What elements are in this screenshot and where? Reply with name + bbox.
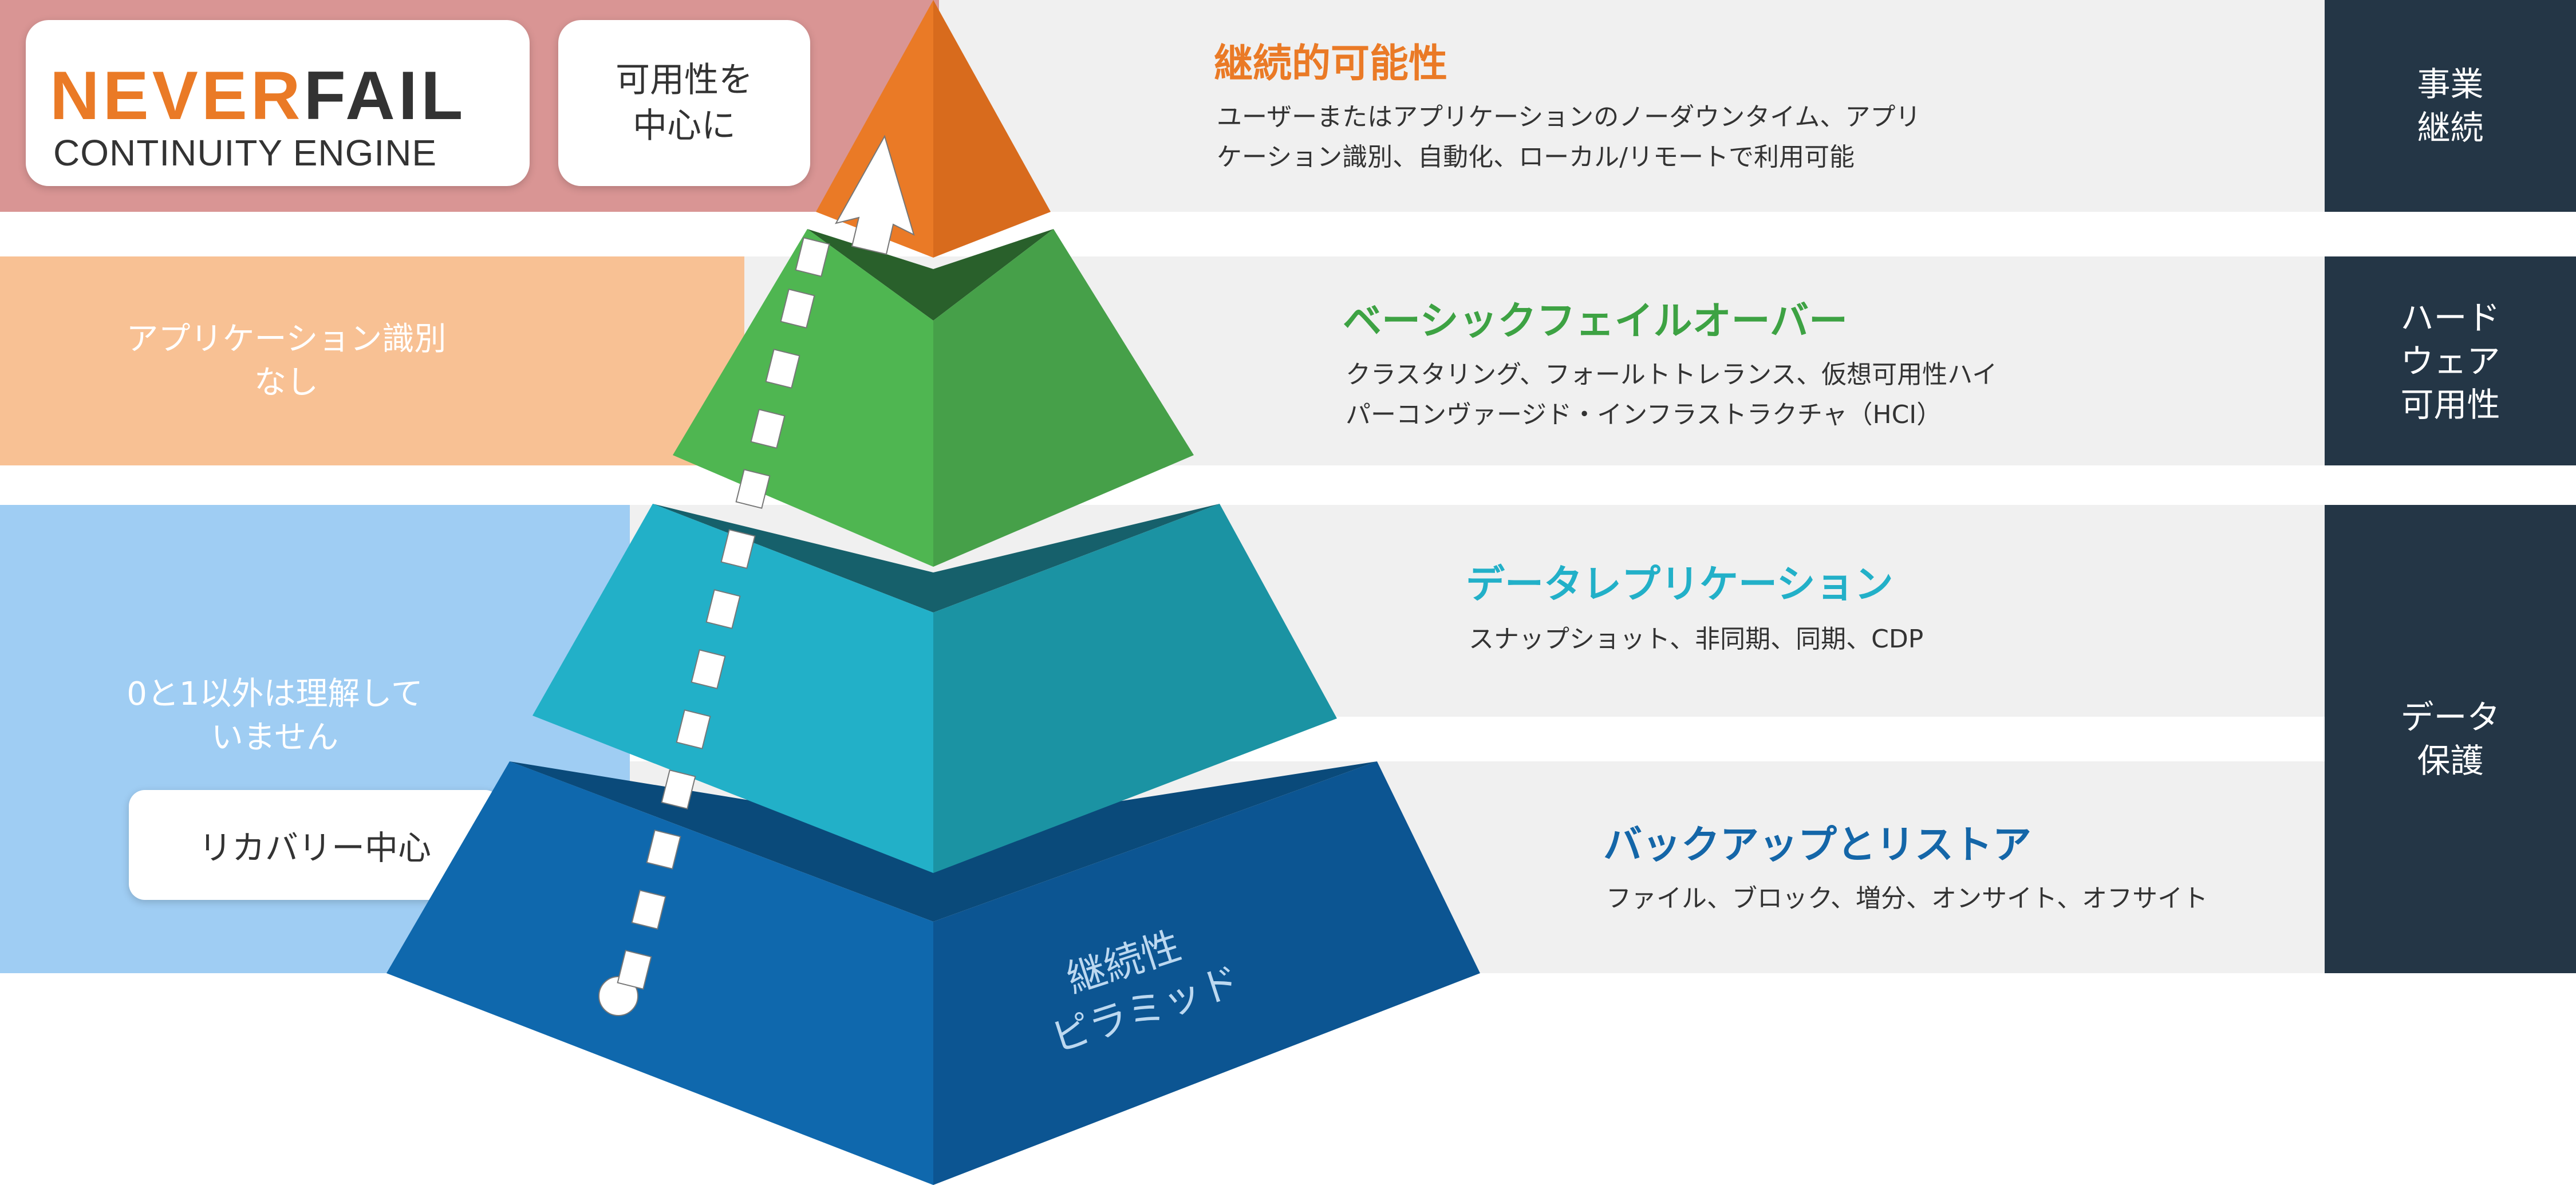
tier-replication-right-face xyxy=(933,504,1337,873)
tier-failover-desc: クラスタリング、フォールトトレランス、仮想可用性ハイ パーコンヴァージド・インフ… xyxy=(1346,360,1998,429)
business-continuity-box: 事業 継続 xyxy=(2325,0,2576,212)
availability-focus-label: 可用性を 中心に xyxy=(616,60,753,146)
recovery-focus-card: リカバリー中心 xyxy=(129,790,501,900)
business-continuity-label: 事業 継続 xyxy=(2417,65,2484,147)
tier-backup-left-face xyxy=(386,761,933,1185)
tier-replication-title: データレプリケーション xyxy=(1466,562,1893,607)
no-app-awareness-label: アプリケーション識別 なし xyxy=(126,321,447,401)
data-protection-box: データ 保護 xyxy=(2325,505,2576,973)
tier-failover-right-face xyxy=(933,229,1194,567)
tier-failover-title: ベーシックフェイルオーバー xyxy=(1343,299,1848,344)
hardware-availability-box: ハード ウェア 可用性 xyxy=(2325,256,2576,465)
hardware-availability-label: ハード ウェア 可用性 xyxy=(2400,298,2500,424)
arrow-start-dot xyxy=(598,976,638,1016)
tier-continuous-left-face xyxy=(816,0,933,258)
band-second-left xyxy=(0,256,744,465)
logo-card: NEVERFAIL CONTINUITY ENGINE xyxy=(26,20,530,186)
tier-backup-title: バックアップとリストア xyxy=(1603,823,2032,868)
data-protection-label: データ 保護 xyxy=(2400,698,2500,780)
tier-failover-left-face xyxy=(673,229,933,567)
tier-failover-ledge xyxy=(807,229,1054,321)
availability-focus-card: 可用性を 中心に xyxy=(558,20,810,186)
neverfail-logo: NEVERFAIL CONTINUITY ENGINE xyxy=(26,20,530,186)
tier-replication-desc: スナップショット、非同期、同期、CDP xyxy=(1469,625,1924,654)
tier-continuous-right-face xyxy=(933,0,1051,258)
dotted-arrow xyxy=(598,135,915,1016)
arrow-head xyxy=(834,135,915,255)
tier-continuous-desc: ユーザーまたはアプリケーションのノーダウンタイム、アプリ ケーション識別、自動化… xyxy=(1217,102,1921,172)
tier-continuous-title: 継続的可能性 xyxy=(1214,41,1448,86)
tier-replication-left-face xyxy=(532,504,933,873)
band-top-right xyxy=(939,0,2325,212)
tier-backup-right-face xyxy=(933,761,1480,1185)
logo-subtitle: CONTINUITY ENGINE xyxy=(53,132,437,173)
logo-never-text: NEVERFAIL xyxy=(50,57,467,134)
recovery-focus-label: リカバリー中心 xyxy=(198,828,431,867)
tier-backup-desc: ファイル、ブロック、増分、オンサイト、オフサイト xyxy=(1606,884,2208,913)
tier-replication-ledge xyxy=(653,504,1220,613)
binary-only-label: 0と1以外は理解して いません xyxy=(127,676,423,756)
